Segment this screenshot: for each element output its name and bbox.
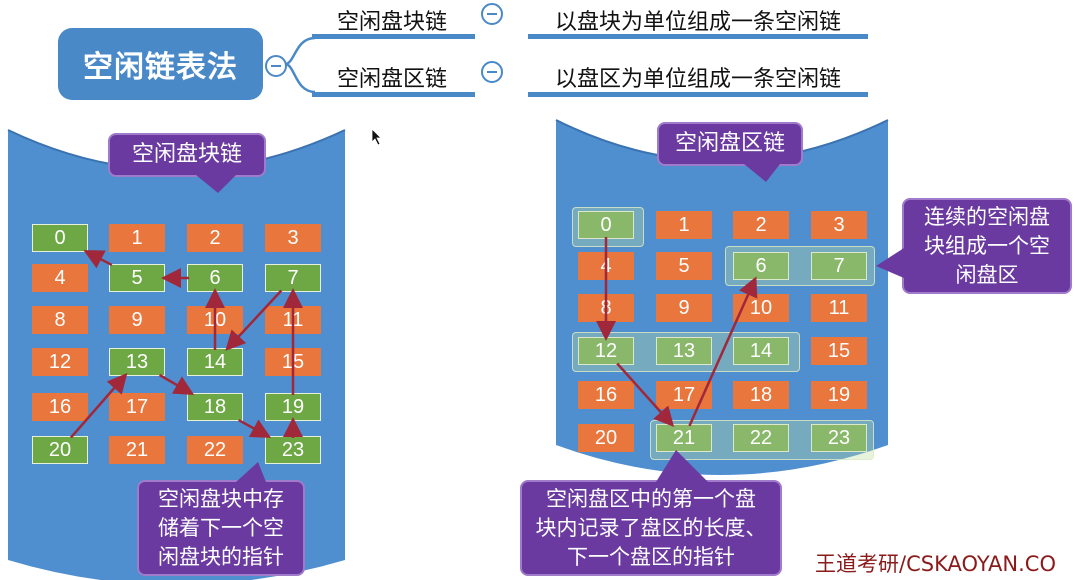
right-block-3[interactable]: 3 <box>811 211 867 239</box>
callout-extent-chain-title: 空闲盘区链 <box>657 122 803 166</box>
note-line: 块内记录了盘区的长度、 <box>535 516 767 540</box>
left-pointer-arrow-18-23 <box>238 418 272 438</box>
note-line: 空闲盘区中的第一个盘 <box>546 487 756 511</box>
note-line: 闲盘区 <box>955 263 1019 287</box>
right-block-13[interactable]: 13 <box>656 337 712 365</box>
right-block-14[interactable]: 14 <box>733 337 789 365</box>
desc-underline <box>528 92 868 97</box>
right-block-22[interactable]: 22 <box>733 424 789 452</box>
right-block-23[interactable]: 23 <box>811 424 867 452</box>
note-line: 块组成一个空 <box>924 234 1050 258</box>
right-block-6[interactable]: 6 <box>733 252 789 280</box>
left-block-3[interactable]: 3 <box>265 224 321 252</box>
left-block-4[interactable]: 4 <box>32 264 88 292</box>
right-block-9[interactable]: 9 <box>656 294 712 322</box>
left-block-1[interactable]: 1 <box>109 224 165 252</box>
callout-title-text: 空闲盘块链 <box>131 142 242 167</box>
callout-block-chain-title: 空闲盘块链 <box>108 133 266 177</box>
left-pointer-arrow-20-13 <box>69 372 128 439</box>
right-block-1[interactable]: 1 <box>656 211 712 239</box>
desc-underline <box>528 34 868 39</box>
branch-desc-block-chain[interactable]: 以盘块为单位组成一条空闲链 <box>555 10 842 35</box>
branch-label-extent-chain[interactable]: 空闲盘区链 <box>337 67 448 92</box>
branch-label-block-chain[interactable]: 空闲盘块链 <box>337 10 448 35</box>
callout-block-pointer-note: 空闲盘块中存 储着下一个空 闲盘块的指针 <box>137 480 305 576</box>
left-pointer-arrow-7-14 <box>225 289 283 351</box>
right-block-12[interactable]: 12 <box>578 337 634 365</box>
left-block-23[interactable]: 23 <box>265 436 321 464</box>
right-block-2[interactable]: 2 <box>733 211 789 239</box>
branch-desc-extent-chain[interactable]: 以盘区为单位组成一条空闲链 <box>555 67 842 92</box>
right-block-21[interactable]: 21 <box>656 424 712 452</box>
right-block-7[interactable]: 7 <box>811 252 867 280</box>
mindmap-root[interactable]: 空闲链表法 <box>58 28 263 100</box>
callout-pointer <box>744 164 780 182</box>
right-block-20[interactable]: 20 <box>578 424 634 452</box>
mindmap-connector <box>285 36 316 94</box>
left-pointer-arrow-5-0 <box>83 250 113 269</box>
branch-underline <box>312 92 475 97</box>
right-pointer-arrow-21-6 <box>688 276 758 427</box>
callout-pointer <box>196 175 236 193</box>
callout-pointer <box>236 462 266 482</box>
note-line: 连续的空闲盘 <box>924 205 1050 229</box>
left-block-13[interactable]: 13 <box>109 348 165 376</box>
left-block-21[interactable]: 21 <box>109 436 165 464</box>
note-line: 闲盘块的指针 <box>158 545 284 569</box>
branch-underline <box>312 34 475 39</box>
watermark-text: 王道考研/CSKAOYAN.CO <box>815 552 1056 576</box>
callout-extent-record-note: 空闲盘区中的第一个盘 块内记录了盘区的长度、 下一个盘区的指针 <box>520 480 782 576</box>
left-block-2[interactable]: 2 <box>187 224 243 252</box>
left-block-9[interactable]: 9 <box>109 306 165 334</box>
left-block-18[interactable]: 18 <box>187 393 243 421</box>
left-block-22[interactable]: 22 <box>187 436 243 464</box>
callout-contiguous-extent: 连续的空闲盘 块组成一个空 闲盘区 <box>902 198 1072 294</box>
right-block-11[interactable]: 11 <box>811 294 867 322</box>
callout-pointer <box>876 248 904 278</box>
right-pointer-arrow-12-21 <box>616 362 675 427</box>
left-block-12[interactable]: 12 <box>32 348 88 376</box>
left-block-0[interactable]: 0 <box>32 224 88 252</box>
left-block-20[interactable]: 20 <box>32 436 88 464</box>
mouse-cursor-icon <box>371 128 382 146</box>
right-block-19[interactable]: 19 <box>811 381 867 409</box>
collapse-branch2-icon[interactable] <box>481 61 503 83</box>
note-line: 空闲盘块中存 <box>158 487 284 511</box>
right-block-18[interactable]: 18 <box>733 381 789 409</box>
left-pointer-arrow-13-18 <box>158 373 195 395</box>
callout-title-text: 空闲盘区链 <box>674 131 785 156</box>
left-block-6[interactable]: 6 <box>187 264 243 292</box>
left-block-17[interactable]: 17 <box>109 393 165 421</box>
left-block-5[interactable]: 5 <box>109 264 165 292</box>
right-block-16[interactable]: 16 <box>578 381 634 409</box>
collapse-root-icon[interactable] <box>265 55 287 77</box>
right-block-5[interactable]: 5 <box>656 252 712 280</box>
collapse-branch1-icon[interactable] <box>481 3 503 25</box>
left-block-16[interactable]: 16 <box>32 393 88 421</box>
note-line: 储着下一个空 <box>158 516 284 540</box>
callout-pointer <box>656 450 708 482</box>
left-block-7[interactable]: 7 <box>265 264 321 292</box>
right-block-0[interactable]: 0 <box>578 211 634 239</box>
left-block-8[interactable]: 8 <box>32 306 88 334</box>
note-line: 下一个盘区的指针 <box>567 545 735 569</box>
mindmap-root-label: 空闲链表法 <box>83 50 238 85</box>
left-block-14[interactable]: 14 <box>187 348 243 376</box>
right-block-15[interactable]: 15 <box>811 337 867 365</box>
